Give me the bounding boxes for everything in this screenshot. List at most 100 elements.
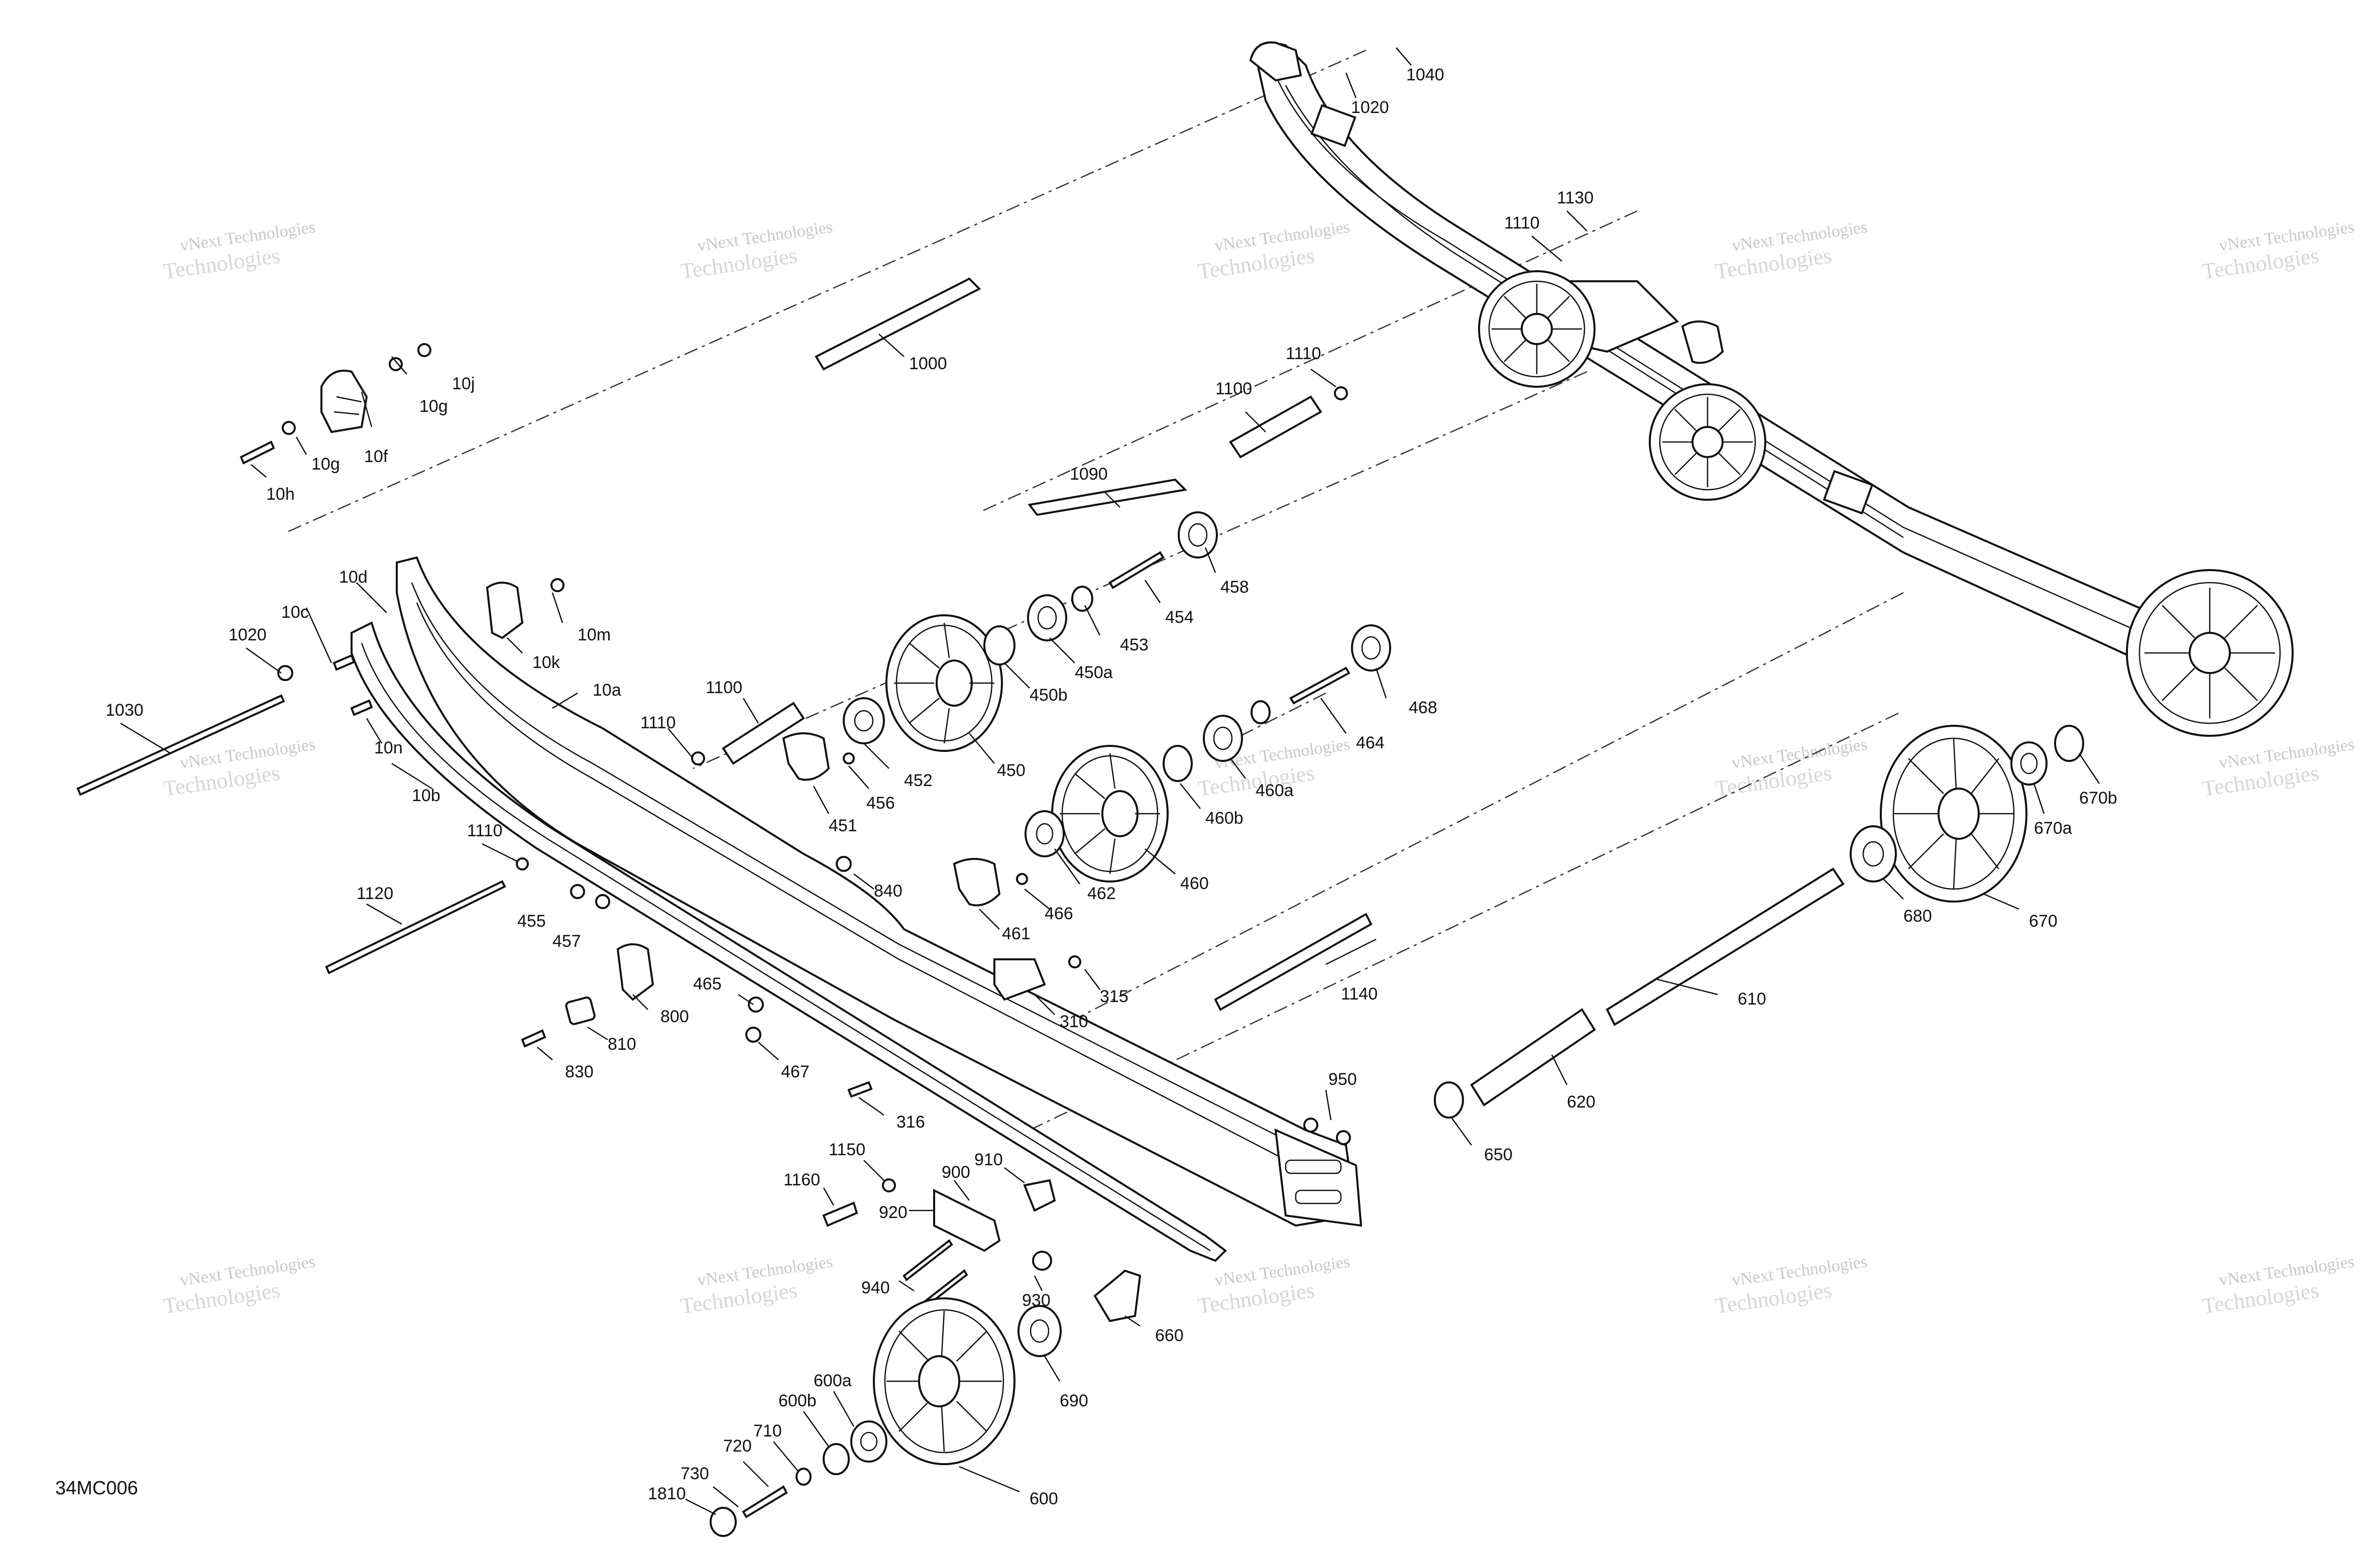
nut-930 (1032, 1251, 1052, 1271)
part-label-10c: 10c (281, 603, 309, 622)
part-label-1110: 1110 (1286, 344, 1321, 363)
stopper-10f (320, 370, 368, 433)
idler-wheel (1478, 270, 1596, 388)
part-label-1110: 1110 (467, 821, 503, 840)
watermark: vNext Technologies Technologies (2201, 1252, 2355, 1318)
ring-670b (2054, 725, 2084, 762)
washer-452 (843, 697, 885, 744)
part-label-464: 464 (1356, 733, 1385, 752)
part-label-10n: 10n (374, 738, 403, 757)
nut (745, 1027, 761, 1043)
spacer-453 (1071, 586, 1093, 612)
watermark: vNext Technologies Technologies (1714, 217, 1868, 284)
part-label-10k: 10k (532, 653, 560, 672)
part-label-650: 650 (1484, 1145, 1513, 1164)
part-labels: 1040 1020 1130 1110 1000 1110 1100 1090 … (105, 65, 2117, 1508)
part-label-950: 950 (1328, 1070, 1357, 1089)
screw-830 (521, 1029, 546, 1048)
wheels-center (782, 511, 1391, 1001)
part-label-840: 840 (874, 881, 902, 901)
part-label-465: 465 (693, 974, 722, 993)
idler-wheel (1649, 383, 1766, 501)
watermark: vNext Technologies Technologies (1196, 217, 1351, 284)
shaft-1120 (325, 880, 506, 974)
part-label-10b: 10b (412, 786, 440, 805)
shaft-1030 (76, 694, 285, 796)
part-label-451: 451 (829, 816, 857, 835)
part-label-660: 660 (1155, 1326, 1184, 1345)
screw-10n (350, 699, 373, 716)
part-label-457: 457 (552, 932, 581, 951)
washer (550, 578, 564, 592)
part-label-600: 600 (1030, 1489, 1058, 1508)
part-label-1000: 1000 (909, 354, 947, 373)
washer (516, 857, 529, 870)
cap-1810 (710, 1507, 737, 1537)
part-label-1020: 1020 (1351, 98, 1389, 117)
shaft-1090 (1028, 478, 1188, 516)
part-label-468: 468 (1409, 698, 1437, 717)
cap-660 (1093, 1269, 1142, 1322)
part-label-460b: 460b (1205, 809, 1243, 828)
part-label-452: 452 (904, 771, 933, 790)
part-label-690: 690 (1060, 1391, 1088, 1410)
washer-680 (1850, 825, 1897, 882)
right-rail-assembly (1249, 41, 2294, 737)
part-label-610: 610 (1738, 989, 1766, 1009)
part-label-460: 460 (1180, 874, 1209, 893)
front-lower-parts (710, 1178, 1142, 1537)
part-label-1120: 1120 (357, 884, 393, 903)
wheel-460 (1051, 745, 1169, 882)
part-label-710: 710 (753, 1421, 782, 1441)
part-label-1150: 1150 (829, 1140, 865, 1159)
screw-456 (843, 752, 855, 764)
part-label-1110: 1110 (640, 713, 676, 732)
part-label-453: 453 (1120, 635, 1149, 654)
watermark: vNext Technologies Technologies (1714, 735, 1868, 801)
washer-650 (1434, 1081, 1464, 1119)
part-label-10g: 10g (419, 397, 448, 416)
cap-458 (1178, 511, 1218, 559)
part-label-10a: 10a (593, 681, 621, 700)
left-rail-assembly (351, 556, 1363, 1262)
cap-468 (1351, 624, 1391, 672)
block-310 (993, 958, 1046, 1001)
part-label-450: 450 (997, 761, 1026, 780)
part-label-1020: 1020 (229, 625, 267, 644)
part-label-10m: 10m (578, 625, 611, 644)
bearing-670a (2010, 741, 2048, 786)
screw-10h (240, 440, 275, 465)
part-label-458: 458 (1220, 578, 1249, 597)
bracket-451 (782, 732, 830, 781)
rail-end-cap (1249, 41, 1302, 82)
screw-316 (847, 1081, 873, 1098)
washer-710 (796, 1468, 812, 1486)
screw-1160 (822, 1201, 858, 1227)
leader-lines (120, 47, 2100, 1515)
part-label-461: 461 (1002, 924, 1031, 943)
tube-1100 (722, 702, 805, 765)
screw-10c (332, 654, 356, 671)
ring-600b (823, 1443, 850, 1475)
part-label-670a: 670a (2034, 819, 2072, 838)
watermark: vNext Technologies Technologies (2201, 217, 2355, 284)
watermark: vNext Technologies Technologies (162, 217, 316, 284)
diagram-code: 34MC006 (55, 1478, 138, 1499)
nut-840 (836, 856, 852, 872)
spacer (1251, 700, 1271, 724)
part-label-620: 620 (1567, 1092, 1596, 1112)
part-label-450a: 450a (1075, 663, 1113, 682)
part-label-1130: 1130 (1557, 188, 1594, 207)
bearing-450a (1027, 594, 1067, 641)
stopper-10k (486, 582, 524, 639)
nut (417, 343, 431, 357)
part-label-10h: 10h (266, 485, 295, 504)
part-label-600b: 600b (778, 1391, 817, 1410)
washer-1110 (691, 751, 705, 765)
nut (595, 894, 610, 909)
part-label-316: 316 (896, 1113, 925, 1132)
part-label-1100: 1100 (706, 678, 742, 697)
arm-900 (933, 1188, 1001, 1252)
spacer-810 (565, 997, 596, 1025)
part-label-466: 466 (1045, 904, 1073, 923)
